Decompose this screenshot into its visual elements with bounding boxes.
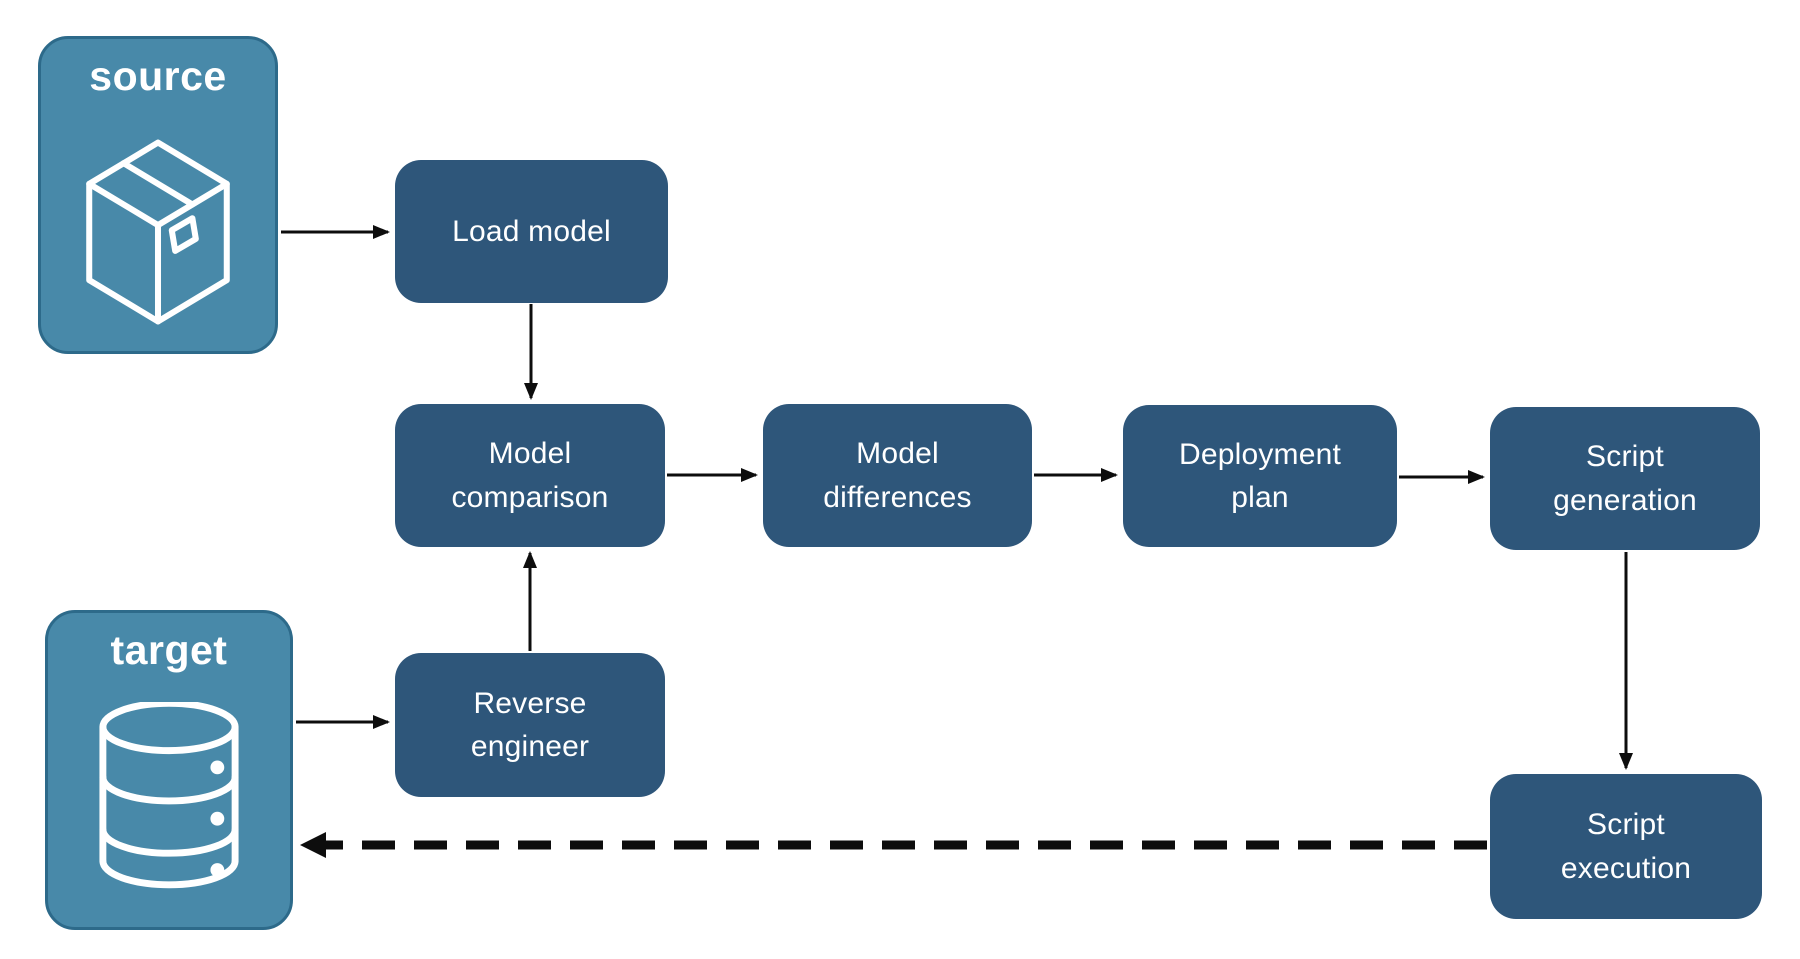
node-model-differences: Model differences: [763, 404, 1032, 547]
node-source: source: [38, 36, 278, 354]
node-deployment-plan: Deployment plan: [1123, 405, 1397, 547]
load-model-label: Load model: [452, 214, 611, 248]
node-script-execution: Script execution: [1490, 774, 1762, 919]
model-comparison-label: Model comparison: [451, 437, 609, 514]
package-icon: [86, 139, 230, 325]
target-label: target: [110, 627, 228, 673]
script-generation-label: Script generation: [1553, 440, 1697, 517]
node-model-comparison: Model comparison: [395, 404, 665, 547]
reverse-engineer-label: Reverse engineer: [470, 686, 590, 764]
model-differences-label: Model differences: [823, 437, 972, 514]
node-script-generation: Script generation: [1490, 407, 1760, 550]
source-label: source: [89, 53, 227, 99]
script-execution-label: Script execution: [1560, 808, 1692, 885]
deployment-plan-label: Deployment plan: [1178, 437, 1342, 515]
database-icon: [99, 702, 239, 889]
node-target: target: [45, 610, 293, 930]
node-reverse-engineer: Reverse engineer: [395, 653, 665, 797]
node-load-model: Load model: [395, 160, 668, 303]
